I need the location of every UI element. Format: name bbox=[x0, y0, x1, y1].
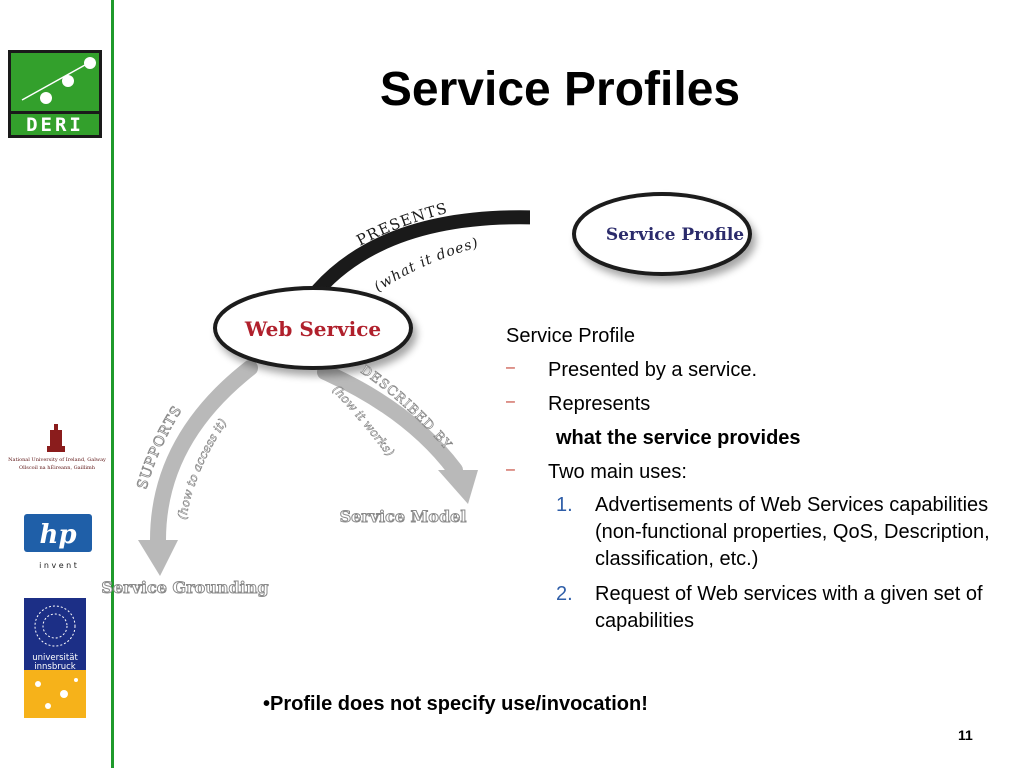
dash-bullet: – bbox=[506, 461, 515, 478]
svg-text:hp: hp bbox=[39, 520, 76, 550]
dash-bullet: – bbox=[506, 393, 515, 410]
dash-bullet: – bbox=[506, 359, 515, 376]
service-profile-ellipse bbox=[572, 192, 752, 276]
service-profile-label: Service Profile bbox=[606, 225, 744, 245]
list-item: – Represents bbox=[506, 390, 996, 418]
svg-text:National University of Ireland: National University of Ireland, Galway bbox=[8, 457, 106, 463]
described-by-arrow bbox=[317, 364, 478, 504]
content-heading: Service Profile bbox=[506, 325, 635, 347]
list-item: – Two main uses: bbox=[506, 458, 996, 486]
svg-text:universität: universität bbox=[32, 653, 78, 663]
presents-arrow bbox=[311, 210, 530, 297]
hp-logo: hp i n v e n t bbox=[24, 514, 92, 570]
numbered-item: 1. Advertisements of Web Services capabi… bbox=[556, 494, 990, 570]
svg-text:Ollscoil na hÉireann, Gaillimh: Ollscoil na hÉireann, Gaillimh bbox=[19, 463, 96, 471]
svg-text:i n v e n t: i n v e n t bbox=[39, 561, 77, 570]
deri-logo: DERI bbox=[8, 50, 102, 138]
sidebar-divider bbox=[111, 0, 114, 768]
footer-note: •Profile does not specify use/invocation… bbox=[263, 693, 648, 715]
list-item: – Presented by a service. bbox=[506, 356, 996, 384]
slide-title: Service Profiles bbox=[379, 63, 741, 116]
page-number: 11 bbox=[958, 727, 973, 743]
deri-logo-text: DERI bbox=[26, 114, 84, 136]
represents-bold: what the service provides bbox=[556, 427, 801, 449]
numbered-item: 2. Request of Web services with a given … bbox=[556, 583, 983, 632]
content-block: Service Profile – Presented by a service… bbox=[506, 322, 996, 643]
supports-arrow bbox=[138, 360, 258, 576]
innsbruck-logo: universität innsbruck bbox=[24, 598, 86, 718]
svg-text:innsbruck: innsbruck bbox=[34, 662, 76, 672]
galway-logo: National University of Ireland, Galway O… bbox=[8, 424, 106, 471]
web-service-node bbox=[213, 286, 413, 370]
service-diagram bbox=[138, 210, 530, 576]
